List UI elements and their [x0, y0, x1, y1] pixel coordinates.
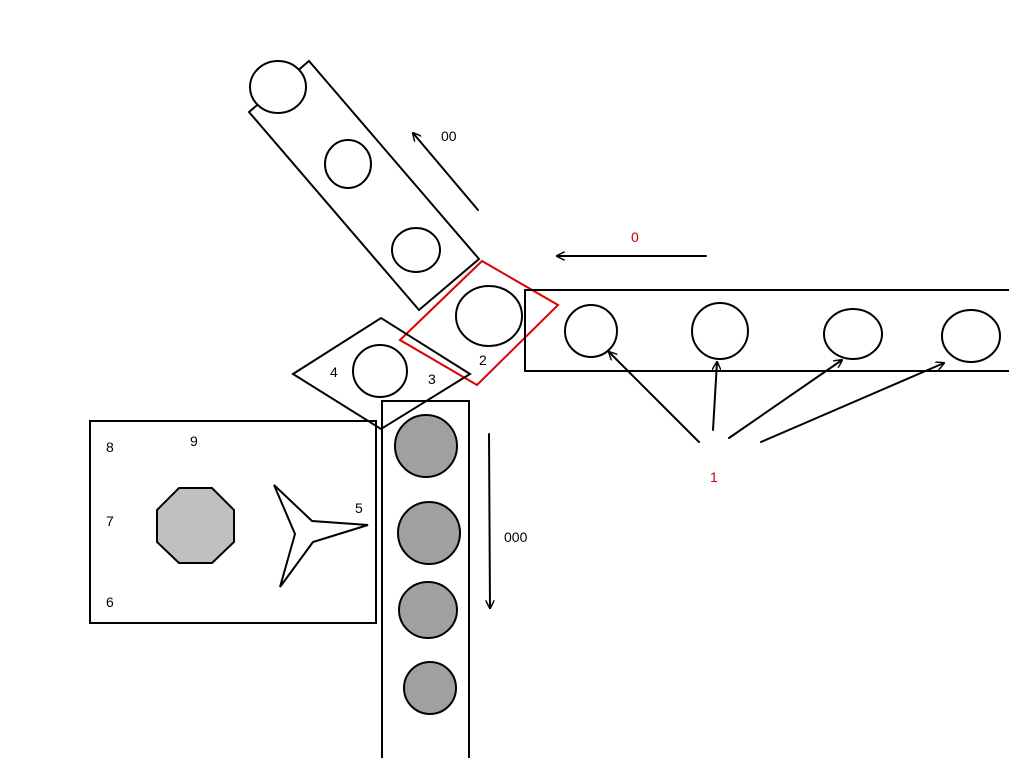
diagonal-disc-middle	[324, 139, 372, 189]
pointer-arrow-3	[728, 360, 842, 439]
left-box	[89, 420, 377, 624]
right-disc-4	[941, 309, 1001, 363]
diagonal-disc-top	[249, 60, 307, 114]
right-slot	[524, 289, 1009, 372]
right-disc-3	[823, 308, 883, 360]
diamond-disc	[352, 344, 408, 398]
grey-disc-3	[398, 581, 458, 639]
grey-disc-1	[394, 414, 458, 478]
diagonal-disc-bottom	[391, 227, 441, 273]
label-000: 000	[504, 529, 528, 545]
label-1: 1	[710, 469, 718, 485]
label-3: 3	[428, 371, 436, 387]
label-7: 7	[106, 513, 114, 529]
label-8: 8	[106, 439, 114, 455]
label-00: 00	[441, 128, 457, 144]
label-6: 6	[106, 594, 114, 610]
label-5: 5	[355, 500, 363, 516]
red-box-disc	[455, 285, 523, 347]
arrow-up-left	[413, 133, 479, 211]
arrow-down	[489, 433, 490, 609]
label-0: 0	[631, 229, 639, 245]
label-2: 2	[479, 352, 487, 368]
tri-star-shape	[273, 484, 369, 588]
diamond-slot	[291, 316, 472, 431]
red-highlight-box	[398, 259, 560, 387]
vertical-slot	[381, 400, 470, 758]
right-disc-2	[691, 302, 749, 360]
right-disc-1	[564, 304, 618, 358]
label-9: 9	[190, 433, 198, 449]
pointer-arrow-1	[609, 352, 700, 443]
grey-disc-4	[403, 661, 457, 715]
label-4: 4	[330, 364, 338, 380]
grey-disc-2	[397, 501, 461, 565]
pointer-arrow-4	[760, 363, 944, 443]
pointer-arrow-2	[712, 362, 717, 431]
octagon-shape	[156, 487, 235, 564]
